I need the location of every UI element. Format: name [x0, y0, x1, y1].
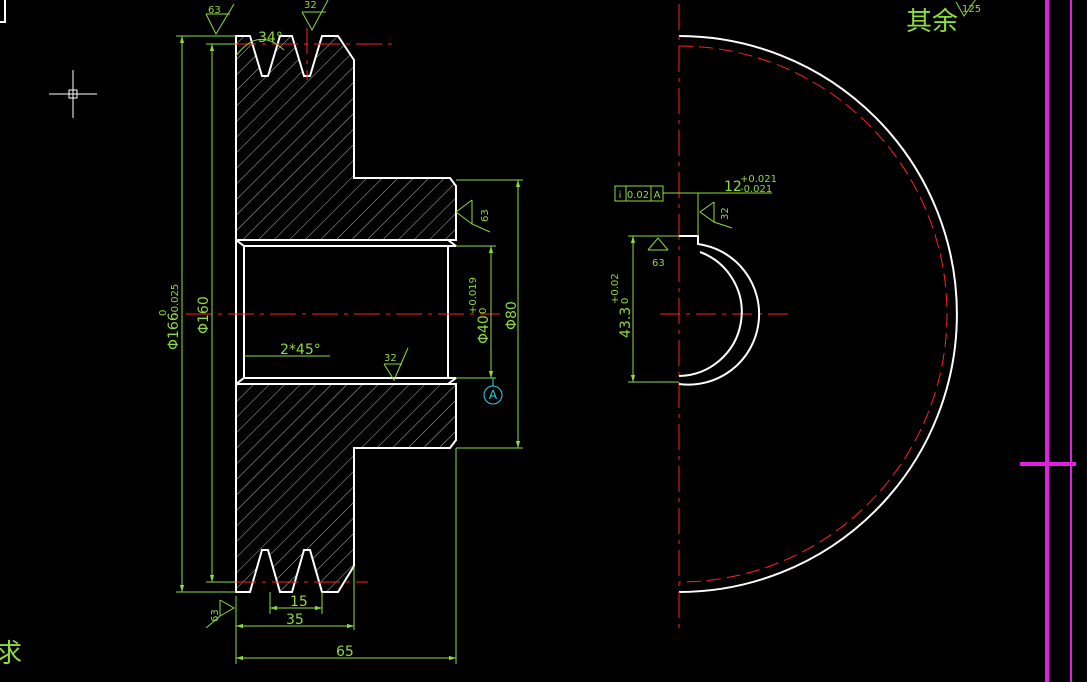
note-text: 其余 — [906, 7, 958, 37]
groove-angle-label: 34° — [258, 30, 283, 46]
note-text-bottom: 求 — [0, 639, 22, 669]
roughness-label: 125 — [962, 4, 981, 15]
datum-a-symbol: A — [483, 378, 503, 405]
dia-groove-label: Φ160 — [196, 296, 212, 334]
bore-outline — [235, 239, 457, 385]
roughness-label: 32 — [720, 207, 731, 220]
chamfer-label: 2*45° — [280, 342, 321, 358]
drawing-border — [1020, 0, 1076, 682]
section-outline-lower — [235, 383, 457, 593]
corner-bracket — [0, 0, 6, 23]
dim-groove-pitch: 15 — [290, 594, 308, 610]
tolerance-datum: A — [654, 190, 661, 201]
dim-total-width: 65 — [336, 644, 354, 660]
dia-bore-tol-upper: +0.019 — [468, 277, 479, 314]
roughness-symbols — [205, 0, 491, 629]
keyway-tol-upper: +0.021 — [740, 174, 777, 185]
dia-outer-tol-upper: 0 — [158, 310, 169, 316]
roughness-label: 32 — [384, 353, 397, 364]
pulley-end-view[interactable]: i 0.02 A 12 +0.021 -0.021 32 63 43.3 +0.… — [610, 4, 958, 628]
roughness-label: 63 — [208, 5, 221, 16]
tolerance-value: 0.02 — [627, 190, 649, 201]
section-outline-upper — [235, 35, 457, 241]
keyway-width-label: 12 — [724, 179, 742, 195]
datum-label: A — [489, 388, 498, 402]
dia-bore-label: Φ40 — [476, 315, 492, 344]
roughness-label: 63 — [210, 609, 221, 622]
keyway-tol-lower: -0.021 — [740, 184, 772, 195]
keyway-depth-tol-lower: 0 — [620, 298, 631, 304]
section-centerlines — [186, 28, 500, 583]
tolerance-symbol: i — [619, 190, 622, 201]
end-view-dimensions — [628, 192, 772, 383]
roughness-label: 32 — [304, 0, 317, 11]
crosshair-cursor — [49, 70, 97, 118]
tolerance-frame: i 0.02 A — [614, 185, 664, 202]
pulley-section-view[interactable]: A 63 32 34° Φ166 0 -0.025 Φ160 2*45° 32 … — [158, 0, 523, 664]
section-hatch — [236, 36, 456, 592]
section-dimensions — [176, 35, 523, 664]
keyway-depth-label: 43.3 — [618, 307, 634, 338]
general-roughness-note: 其余 125 — [906, 0, 981, 37]
dia-outer-tol-lower: -0.025 — [170, 284, 181, 316]
keyway-depth-tol-upper: +0.02 — [610, 273, 621, 304]
end-view-groove-arc — [678, 45, 948, 583]
dia-bore-tol-lower: 0 — [478, 308, 489, 314]
end-view-outer-arc — [678, 35, 958, 593]
dia-outer-label: Φ166 — [166, 312, 182, 350]
keyway-outline — [678, 235, 761, 386]
dia-hub-label: Φ80 — [504, 301, 520, 330]
dim-groove-width: 35 — [286, 612, 304, 628]
roughness-label: 63 — [652, 258, 665, 269]
roughness-label: 63 — [480, 209, 491, 222]
